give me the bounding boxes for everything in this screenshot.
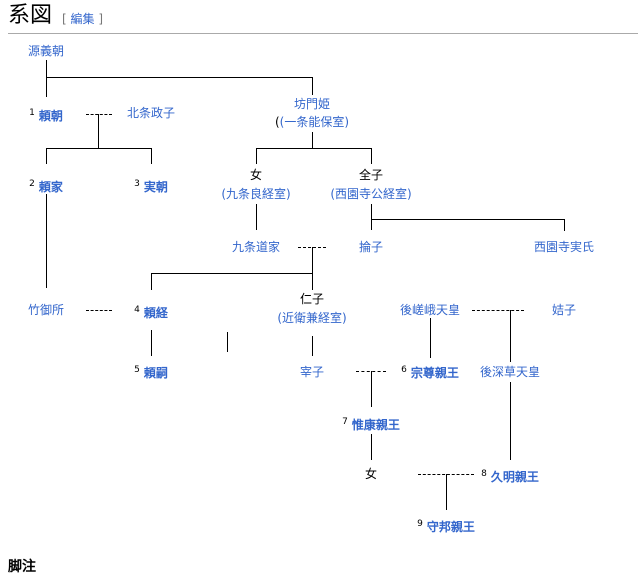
line [46, 148, 151, 149]
line [371, 204, 372, 230]
line [312, 273, 313, 290]
shogun-number: 9 [417, 519, 423, 529]
dashed-line [472, 310, 524, 311]
line [312, 77, 313, 95]
line [371, 434, 372, 460]
node-konoe-kanetsune-note[interactable]: (近衛兼経室) [277, 311, 347, 325]
line [256, 204, 257, 230]
line [151, 148, 152, 164]
node-go-saga-tenno[interactable]: 後嵯峨天皇 [399, 303, 460, 317]
node-saishi[interactable]: 宰子 [299, 365, 324, 379]
shogun-number: 5 [134, 365, 140, 375]
node-bomonhime-note: ((一条能保室) [274, 115, 350, 129]
line [151, 273, 312, 274]
node-kujo-yoshitsune-note[interactable]: (九条良経室) [221, 187, 291, 201]
line [151, 273, 152, 290]
line [151, 330, 152, 356]
shogun-number: 3 [134, 179, 140, 189]
node-kujo-michiie[interactable]: 九条道家 [231, 240, 280, 254]
line [371, 371, 372, 407]
node-rinshi[interactable]: 掄子 [358, 240, 383, 254]
edit-bracket-open: [ [62, 12, 67, 26]
shogun-number: 2 [29, 179, 35, 189]
node-kitsushi[interactable]: 姞子 [551, 303, 576, 317]
line [312, 132, 313, 148]
node-takenogosho[interactable]: 竹御所 [27, 303, 64, 317]
node-minamoto-no-yoshitomo[interactable]: 源義朝 [27, 44, 64, 58]
node-saionji-kintsune-note[interactable]: (西園寺公経室) [330, 187, 412, 201]
line [371, 219, 564, 220]
line [564, 219, 565, 231]
node-zenshi: 全子 [358, 168, 383, 182]
line [371, 148, 372, 164]
node-onna-2: 女 [364, 467, 377, 481]
edit-bracket-close: ] [98, 12, 104, 26]
edit-link[interactable]: 編集 [70, 12, 95, 26]
node-ichijo-yoshiyasu-link[interactable]: (一条能保室) [279, 115, 350, 129]
line [227, 332, 228, 352]
line [312, 247, 313, 273]
edit-link-wrapper: [ 編集 ] [62, 10, 103, 27]
next-section-heading: 脚注 [8, 559, 36, 575]
dashed-line [86, 114, 112, 115]
dashed-line [86, 310, 112, 311]
line [46, 194, 47, 288]
shogun-number: 4 [134, 305, 140, 315]
node-bomonhime[interactable]: 坊門姫 [293, 97, 330, 111]
node-saionji-saneuji[interactable]: 西園寺実氏 [533, 240, 594, 254]
heading-rule [8, 33, 638, 34]
shogun-number: 7 [342, 417, 348, 427]
shogun-number: 8 [481, 469, 487, 479]
line [446, 474, 447, 510]
line [98, 114, 99, 148]
line [430, 318, 431, 358]
shogun-number: 1 [29, 108, 35, 118]
node-onna-1: 女 [249, 168, 262, 182]
node-hojo-masako[interactable]: 北条政子 [126, 106, 175, 120]
section-heading: 系図 [8, 3, 53, 28]
line [256, 148, 257, 164]
line [312, 336, 313, 356]
line [510, 382, 511, 460]
line [46, 77, 47, 97]
line [510, 310, 511, 362]
line [46, 77, 312, 78]
shogun-number: 6 [401, 365, 407, 375]
node-go-fukakusa-tenno[interactable]: 後深草天皇 [479, 365, 540, 379]
line [256, 148, 371, 149]
line [46, 148, 47, 164]
node-jinshi: 仁子 [299, 292, 324, 306]
line [46, 60, 47, 77]
